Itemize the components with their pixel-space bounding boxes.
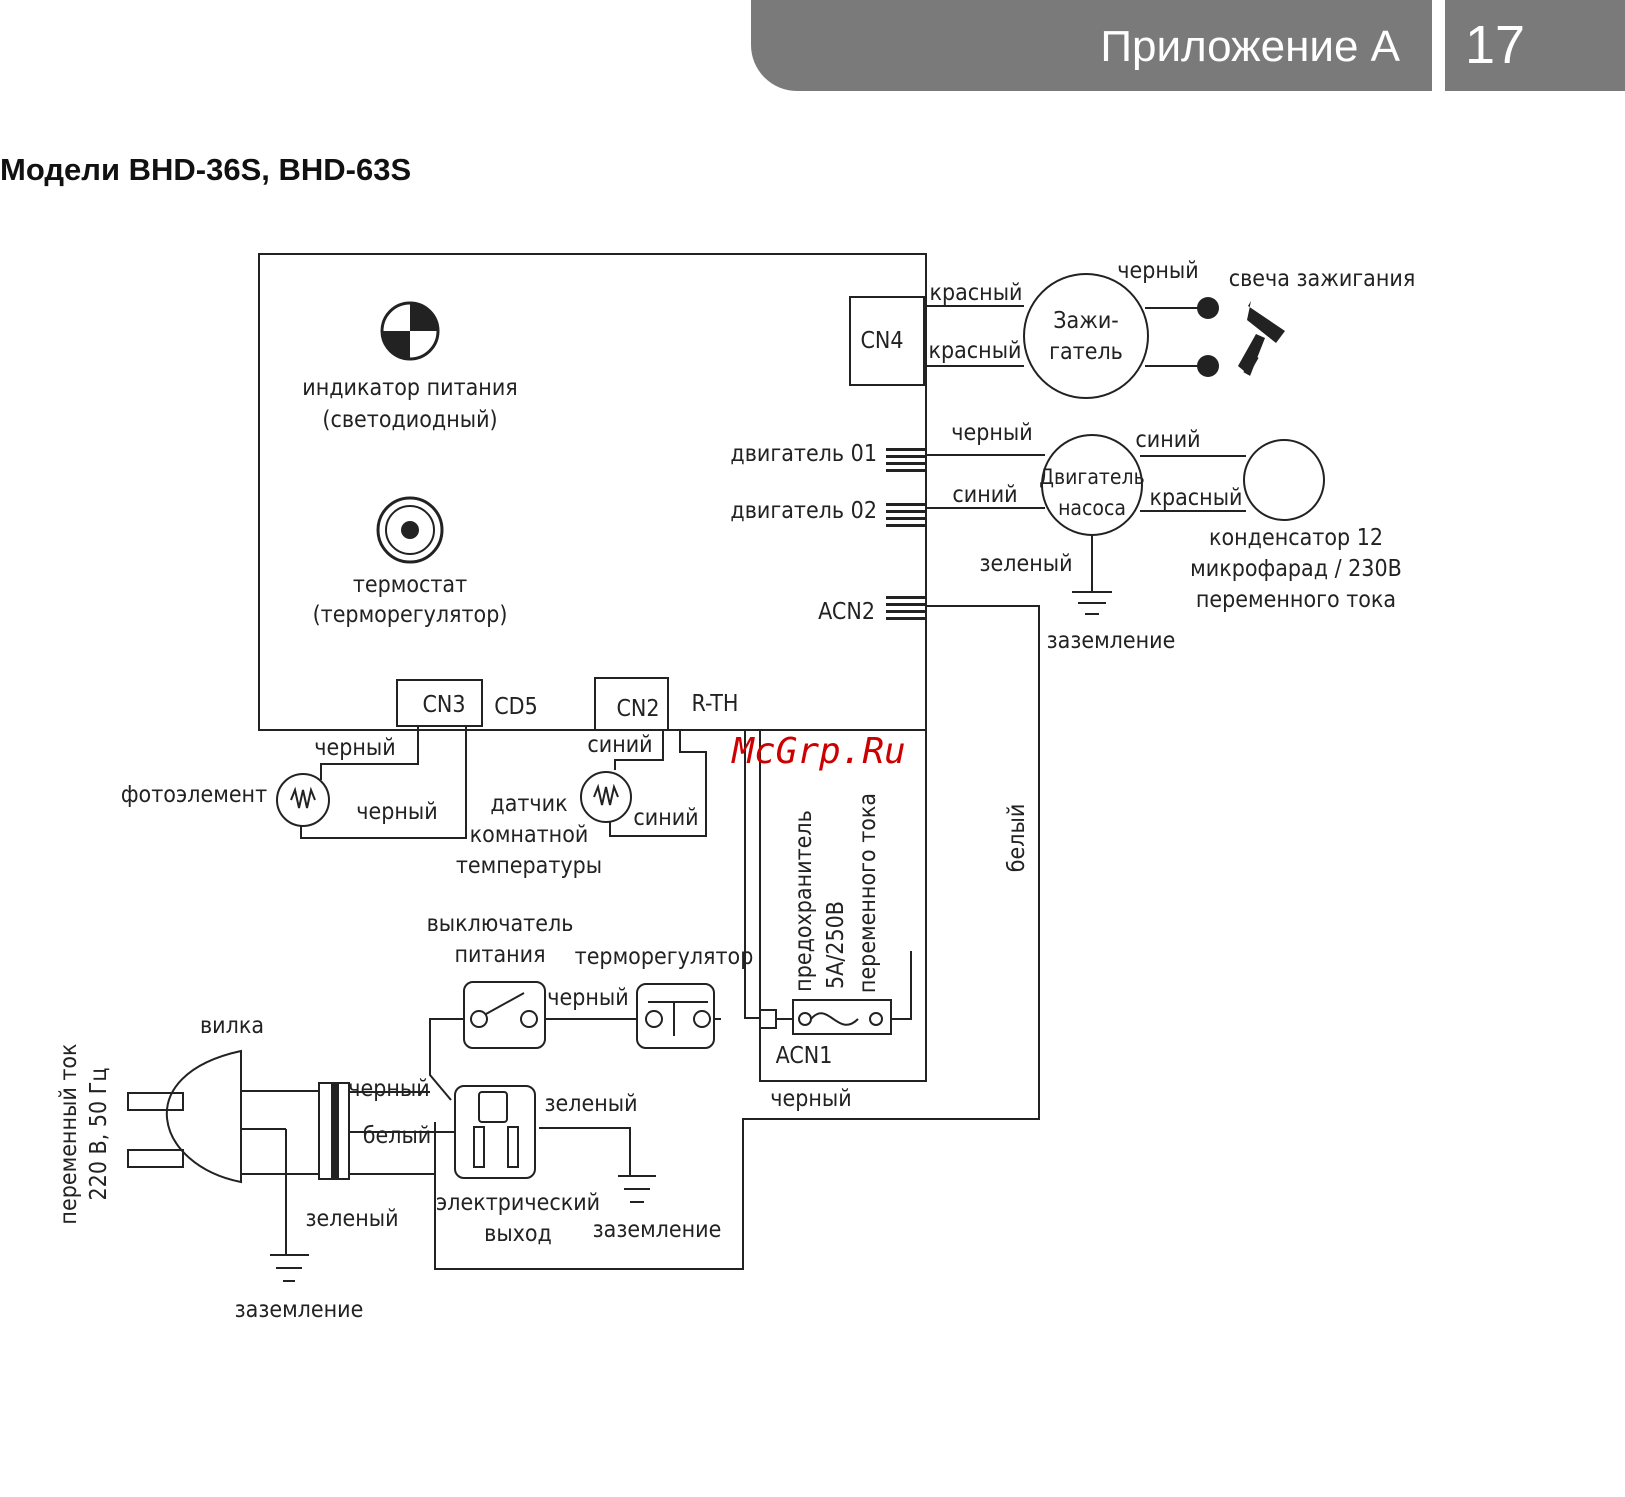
ground-outlet-label: заземление [593,1217,722,1243]
wire-blue-sensor-2: синий [633,805,698,831]
page-heading: Модели BHD-36S, BHD-63S [0,152,412,187]
ground-plug-label: заземление [235,1297,364,1323]
wire-red-1: красный [929,280,1022,306]
wire-black-plug: черный [348,1076,429,1102]
motor02-label: двигатель 02 [730,498,877,524]
fuse-label-1: предохранитель [791,810,817,992]
power-indicator-sub: (светодиодный) [322,407,497,433]
capacitor [1243,439,1325,521]
rth-label: R-TH [692,691,739,717]
ground-pump-label: заземление [1047,628,1176,654]
control-board [258,253,927,731]
wire-black-photo-1: черный [314,735,395,761]
cn2-connector [594,677,669,731]
page-number: 17 [1465,15,1526,75]
pump-motor-label-2: насоса [1058,496,1126,520]
cn4-label: CN4 [860,328,903,354]
thermoregulator [636,983,715,1049]
wire-white-vertical: белый [1004,804,1030,873]
wire-white-plug: белый [363,1123,432,1149]
header-divider [1432,0,1445,91]
spark-plug-label: свеча зажигания [1229,266,1416,292]
sensor-label-2: комнатной [470,822,589,848]
pump-motor-label-1: Двигатель [1039,465,1145,489]
thermoregulator-label: терморегулятор [575,944,754,970]
fuse-label-3: переменного тока [855,793,881,993]
power-indicator-label: индикатор питания [302,375,517,401]
igniter-label-2: гатель [1049,339,1123,365]
cd5-label: CD5 [494,694,538,720]
cn4-connector [849,296,925,386]
igniter-label-1: Зажи- [1053,308,1119,334]
thermostat-icon [376,496,444,564]
wire-black-switch: черный [547,985,628,1011]
wire-blue-motor: синий [952,482,1017,508]
wire-red-cap: красный [1149,485,1242,511]
capacitor-label-1: конденсатор 12 [1209,525,1383,551]
fuse-acn1 [792,999,892,1035]
power-plug [166,1049,242,1184]
cn3-connector [396,679,483,727]
acn2-label: ACN2 [818,599,875,625]
sensor-label-3: температуры [456,853,602,879]
wire-black-motor: черный [951,420,1032,446]
photocell [276,773,330,827]
wire-green-pump: зеленый [979,551,1072,577]
section-title: Приложение А [1100,22,1400,71]
acn1-label: ACN1 [776,1043,833,1069]
motor01-label: двигатель 01 [730,441,877,467]
room-temp-sensor [580,771,632,823]
cn3-label: CN3 [422,692,465,718]
capacitor-label-2: микрофарад / 230В [1190,556,1402,582]
wire-blue-cap: синий [1135,427,1200,453]
switch-label-1: выключатель [427,911,574,937]
wire-black-bottom: черный [770,1086,851,1112]
page-header: Приложение А 17 [751,0,1625,91]
sensor-label-1: датчик [490,791,567,817]
power-indicator-icon [380,301,440,361]
photocell-label: фотоэлемент [121,782,267,808]
wire-green-outlet: зеленый [544,1091,637,1117]
wire-green-plug: зеленый [305,1206,398,1232]
wire-black-spark: черный [1117,258,1198,284]
plug-label: вилка [200,1013,264,1039]
igniter [1023,273,1149,399]
outlet-label-2: выход [484,1221,552,1247]
outlet-label-1: электрический [436,1190,600,1216]
thermostat-sub: (терморегулятор) [313,602,508,628]
ac-label-1: переменный ток [56,1043,82,1224]
power-switch [463,981,546,1049]
thermostat-label: термостат [353,572,467,598]
wire-black-photo-2: черный [356,799,437,825]
switch-label-2: питания [454,942,545,968]
fuse-label-2: 5А/250В [823,901,849,989]
cn2-label: CN2 [616,696,659,722]
electrical-outlet [454,1085,536,1179]
wire-red-2: красный [928,338,1021,364]
watermark: McGrp.Ru [730,731,905,772]
wire-blue-sensor-1: синий [587,732,652,758]
ac-label-2: 220 В, 50 Гц [86,1068,112,1201]
capacitor-label-3: переменного тока [1196,587,1396,613]
